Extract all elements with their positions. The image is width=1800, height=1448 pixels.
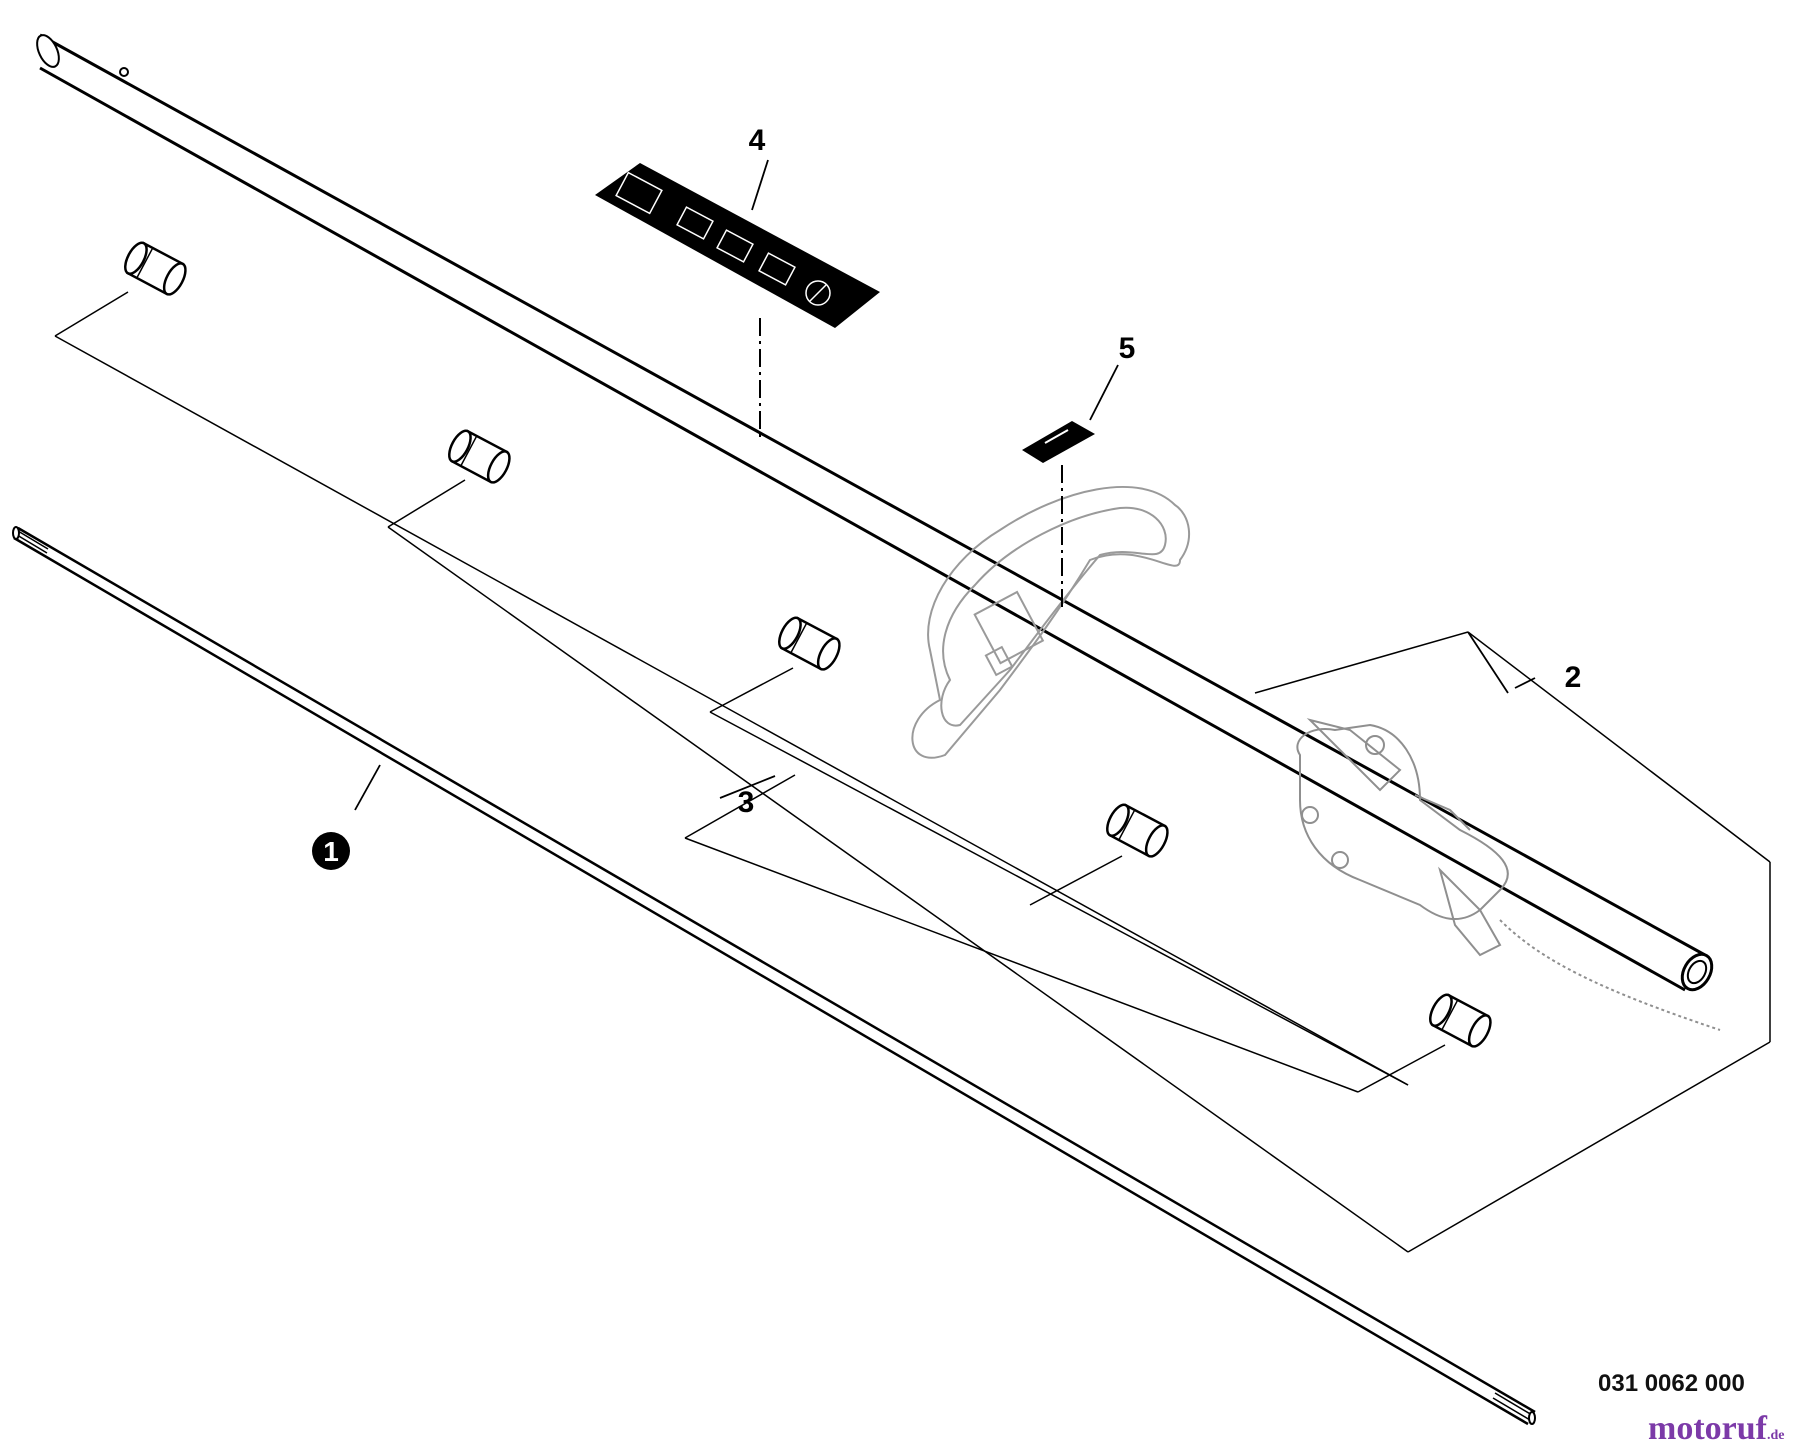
bushing-4 <box>1106 803 1169 858</box>
watermark-suffix: .de <box>1766 1428 1785 1443</box>
callout-4: 4 <box>749 124 766 157</box>
callout-1-badge: 1 <box>312 832 350 870</box>
callout-leaders <box>354 159 1536 811</box>
safety-decal <box>595 163 880 328</box>
assembly-frame <box>387 526 1771 1253</box>
bushing-5 <box>1429 993 1492 1048</box>
callout-3: 3 <box>738 786 755 819</box>
callout-5: 5 <box>1119 332 1136 365</box>
drive-shaft <box>12 526 1536 1426</box>
watermark-logo: motoruf.de <box>1648 1410 1784 1448</box>
callout-1: 1 <box>323 836 339 867</box>
bushing-1 <box>124 241 187 296</box>
throttle-housing <box>1296 718 1721 1031</box>
shaft-tube <box>36 33 1714 992</box>
bushing-2 <box>448 429 511 484</box>
small-label <box>1022 421 1095 463</box>
bushing-leader-lines <box>54 291 1446 1093</box>
drawing-number: 031 0062 000 <box>1598 1370 1745 1397</box>
watermark-text: motoruf <box>1648 1410 1767 1447</box>
handle-loop <box>911 486 1191 759</box>
bushing-3 <box>778 616 841 671</box>
placement-lines <box>759 318 1063 608</box>
callout-2: 2 <box>1565 661 1582 694</box>
bushings <box>124 241 1492 1048</box>
